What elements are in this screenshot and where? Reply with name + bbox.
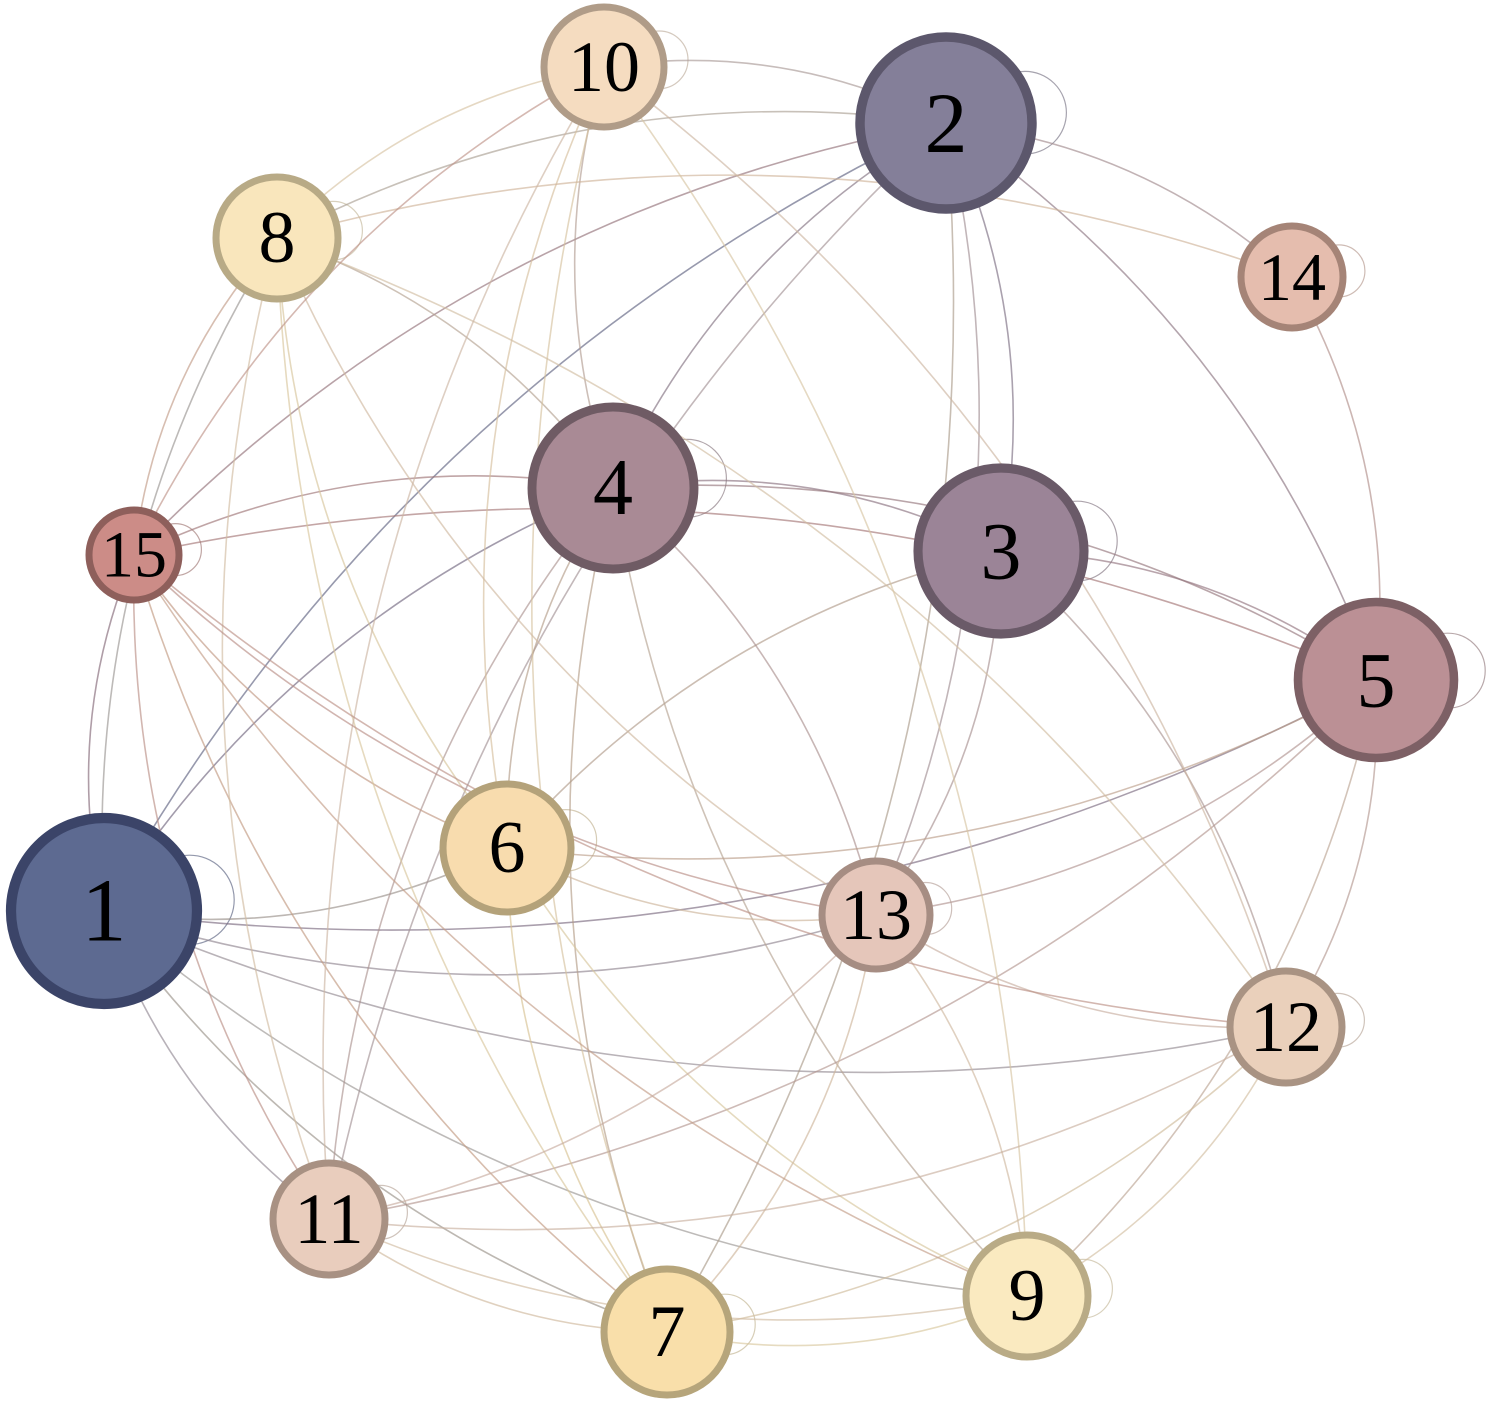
node-circle-15	[85, 506, 183, 604]
node-8: 8	[212, 173, 342, 303]
edge-7-8	[276, 237, 668, 1333]
edge-6-7	[506, 847, 668, 1333]
node-circle-1	[5, 812, 203, 1010]
edge-6-10	[482, 66, 605, 849]
node-label-9: 9	[1009, 1255, 1046, 1337]
node-14: 14	[1237, 222, 1347, 332]
node-label-8: 8	[259, 197, 296, 279]
edge-7-15	[133, 554, 668, 1333]
edge-8-13	[276, 237, 877, 916]
edge-1-2	[103, 122, 947, 912]
node-circle-11	[269, 1159, 389, 1279]
node-4: 4	[527, 402, 699, 574]
edge-5-15	[133, 507, 1377, 681]
edge-2-11	[328, 122, 947, 1220]
node-11: 11	[269, 1159, 389, 1279]
node-5: 5	[1293, 597, 1459, 763]
node-circle-12	[1226, 967, 1346, 1087]
node-label-6: 6	[489, 807, 526, 889]
node-label-1: 1	[82, 862, 127, 961]
node-3: 3	[913, 463, 1089, 639]
node-circle-6	[439, 780, 575, 916]
edge-1-7	[103, 910, 668, 1333]
edge-6-8	[276, 237, 508, 849]
node-label-5: 5	[1357, 637, 1396, 724]
node-circle-7	[600, 1265, 734, 1399]
node-label-12: 12	[1250, 987, 1322, 1067]
node-label-14: 14	[1258, 239, 1326, 315]
edge-2-5	[945, 122, 1377, 681]
edge-11-12	[328, 1026, 1287, 1231]
edge-1-13	[103, 910, 877, 976]
edge-7-12	[666, 1026, 1287, 1333]
edge-4-9	[612, 487, 1028, 1297]
node-circle-9	[962, 1231, 1092, 1361]
edge-1-9	[103, 910, 1028, 1297]
edge-9-15	[133, 554, 1028, 1297]
node-label-10: 10	[568, 27, 640, 107]
edge-4-11	[328, 487, 614, 1220]
node-1: 1	[5, 812, 203, 1010]
node-10: 10	[540, 3, 668, 131]
node-circle-13	[818, 857, 934, 973]
node-circle-8	[212, 173, 342, 303]
node-circle-2	[855, 32, 1037, 214]
edge-8-14	[276, 174, 1293, 278]
edge-11-13	[328, 914, 877, 1220]
edge-2-7	[666, 122, 955, 1333]
node-12: 12	[1226, 967, 1346, 1087]
node-label-2: 2	[925, 75, 968, 171]
edge-7-10	[531, 66, 668, 1333]
node-label-7: 7	[649, 1291, 686, 1373]
edge-1-5	[103, 679, 1377, 931]
node-13: 13	[818, 857, 934, 973]
edge-6-9	[506, 847, 1028, 1297]
node-label-4: 4	[593, 444, 633, 532]
node-15: 15	[85, 506, 183, 604]
edge-12-15	[133, 554, 1287, 1028]
edge-8-12	[276, 237, 1287, 1028]
node-2: 2	[855, 32, 1037, 214]
edge-7-13	[666, 914, 877, 1333]
node-label-11: 11	[294, 1179, 363, 1259]
edge-5-11	[328, 679, 1377, 1220]
node-7: 7	[600, 1265, 734, 1399]
node-9: 9	[962, 1231, 1092, 1361]
node-label-3: 3	[981, 506, 1022, 597]
node-circle-5	[1293, 597, 1459, 763]
edge-10-11	[322, 66, 605, 1220]
edge-5-13	[875, 679, 1377, 916]
edge-1-12	[103, 910, 1287, 1074]
edge-6-15	[133, 554, 508, 849]
edge-9-10	[603, 66, 1028, 1297]
edge-4-7	[568, 487, 668, 1333]
node-6: 6	[439, 780, 575, 916]
node-circle-3	[913, 463, 1089, 639]
node-circle-4	[527, 402, 699, 574]
node-circle-14	[1237, 222, 1347, 332]
edge-8-11	[221, 237, 330, 1220]
node-label-15: 15	[101, 519, 167, 592]
node-circle-10	[540, 3, 668, 131]
edge-5-6	[506, 679, 1377, 860]
node-label-13: 13	[840, 875, 912, 955]
